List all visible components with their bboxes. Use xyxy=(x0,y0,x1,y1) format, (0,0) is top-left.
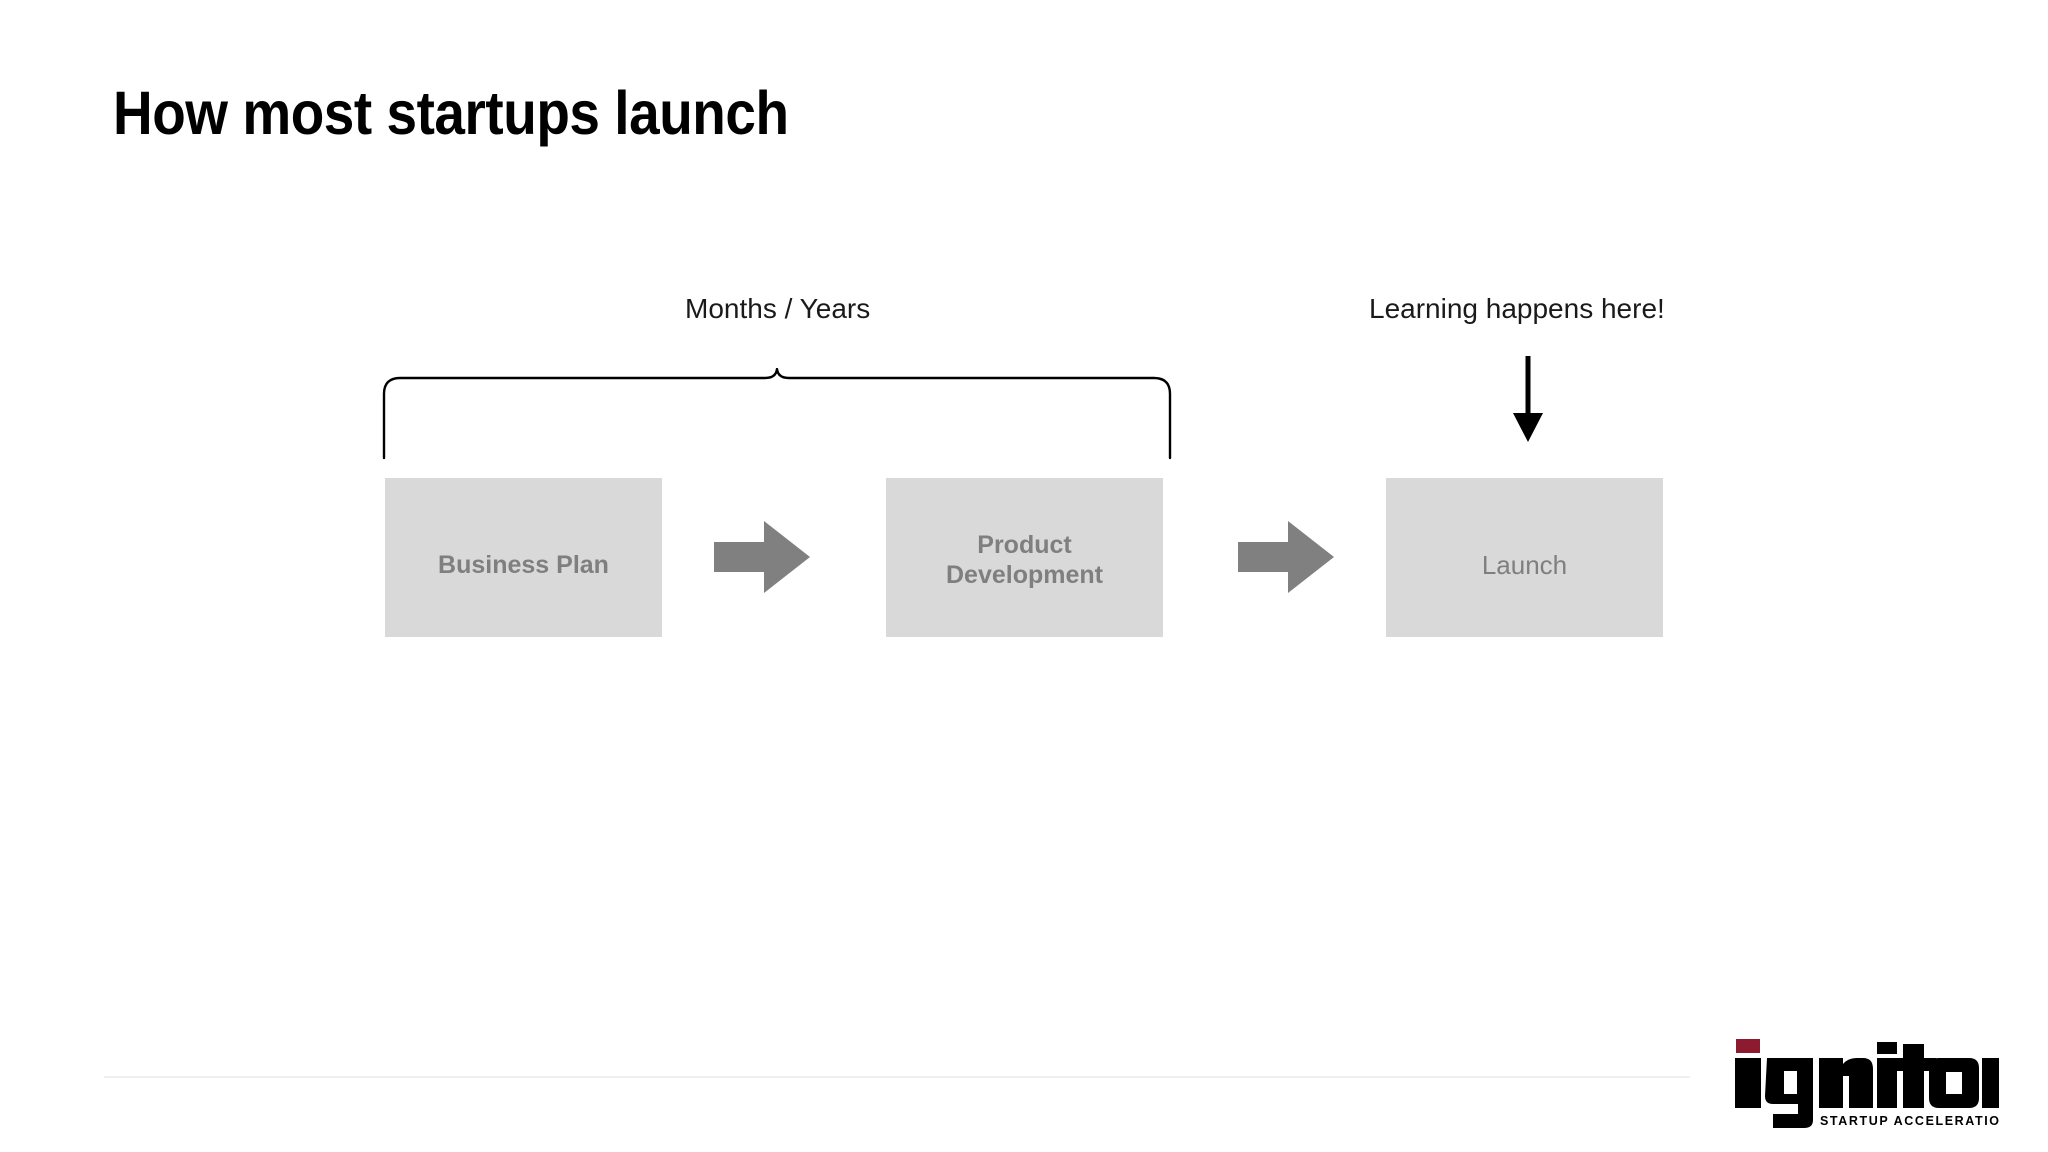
logo-tagline: STARTUP ACCELERATION xyxy=(1820,1114,1999,1128)
ignitor-logo-icon: STARTUP ACCELERATION xyxy=(1735,1039,1999,1128)
process-step-label: Launch xyxy=(1481,550,1568,581)
footer-divider xyxy=(104,1076,1690,1078)
process-step-label: Business Plan xyxy=(438,550,609,579)
process-step-product-development[interactable]: Product Development xyxy=(886,478,1163,637)
brace-duration-label: Months / Years xyxy=(685,293,871,324)
arrow-right-icon xyxy=(714,521,810,593)
logo: STARTUP ACCELERATION xyxy=(1727,1036,1999,1128)
process-step-label: Product Development xyxy=(946,531,1103,589)
page-title: How most startups launch xyxy=(113,79,789,147)
process-step-launch[interactable]: Launch xyxy=(1386,478,1663,637)
learning-callout-label: Learning happens here! xyxy=(1369,293,1665,324)
curly-brace-icon xyxy=(382,368,1172,460)
process-step-business-plan[interactable]: Business Plan xyxy=(385,478,662,637)
arrow-down-icon xyxy=(1513,356,1543,442)
arrow-right-icon xyxy=(1238,521,1334,593)
